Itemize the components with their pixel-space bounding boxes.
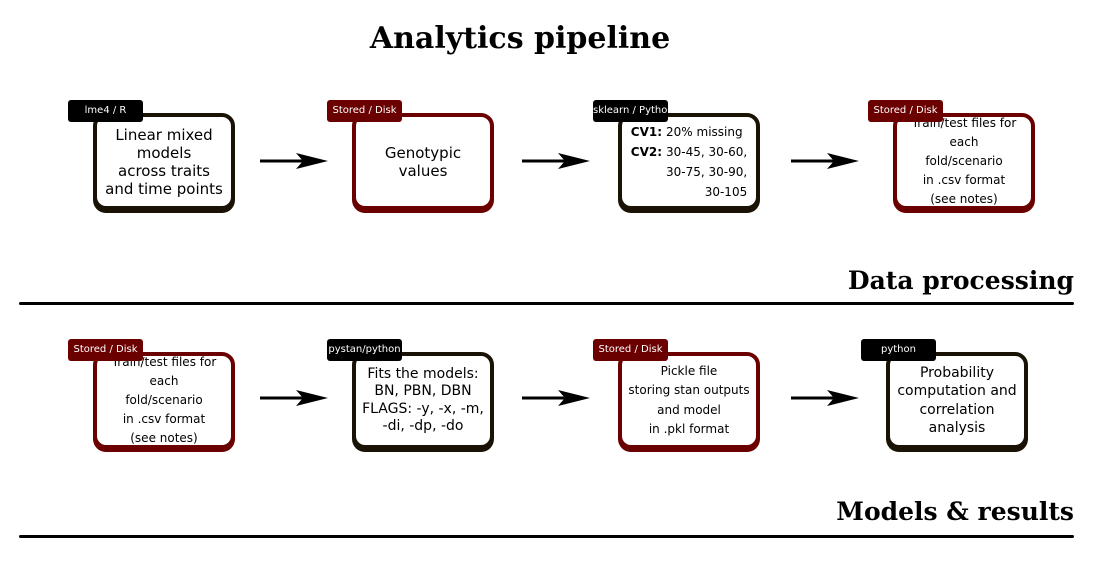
step-train-test-files: Train/test files for each fold/scenario … [93,352,235,449]
arrow-right-icon [260,153,328,169]
tool-tag-sklearn: sklearn / Python [593,100,674,122]
tool-tag-python: python [861,339,936,361]
cv1-value: 20% missing [666,124,743,139]
cv2-value-line1: 30-45, 30-60, [666,144,748,159]
section-label-data-processing: Data processing [847,266,1074,295]
step-text: Train/test files for each fold/scenario … [911,115,1017,207]
arrow-right-icon [522,390,590,406]
cv-scenarios: CV1: 20% missing CV2: 30-45, 30-60, 30-7… [631,122,747,202]
step-text: Fits the models: BN, PBN, DBN FLAGS: -y,… [362,365,484,435]
arrow-right-icon [260,390,328,406]
step-pickle-file: Pickle file storing stan outputs and mod… [618,352,760,449]
tool-tag-lme4: lme4 / R [68,100,143,122]
cv2-value-line3: 30-105 [704,184,748,199]
arrow-right-icon [791,153,859,169]
step-train-test-files: Train/test files for each fold/scenario … [893,113,1035,210]
cv2-label: CV2: [630,144,663,159]
diagram-title: Analytics pipeline [369,21,671,56]
arrow-right-icon [522,153,590,169]
step-text: Genotypic values [384,143,462,180]
tool-tag-pystan: pystan/python [327,339,402,361]
storage-tag-disk: Stored / Disk [593,339,668,361]
section-divider [19,302,1074,305]
cv1-label: CV1: [630,124,663,139]
storage-tag-disk: Stored / Disk [868,100,943,122]
step-text: Probability computation and correlation … [897,365,1017,436]
step-genotypic-values: Genotypic values [352,113,494,210]
arrow-right-icon [791,390,859,406]
storage-tag-disk: Stored / Disk [68,339,143,361]
step-text: Train/test files for each fold/scenario … [111,354,217,446]
step-probability-analysis: Probability computation and correlation … [886,352,1028,449]
step-cross-validation: CV1: 20% missing CV2: 30-45, 30-60, 30-7… [618,113,760,210]
cv2-value-line2: 30-75, 30-90, [666,164,748,179]
section-label-models-results: Models & results [836,497,1074,526]
step-fit-models: Fits the models: BN, PBN, DBN FLAGS: -y,… [352,352,494,449]
step-text: Pickle file storing stan outputs and mod… [628,364,750,436]
storage-tag-disk: Stored / Disk [327,100,402,122]
section-divider [19,535,1074,538]
step-text: Linear mixed models across traits and ti… [105,125,223,198]
step-linear-mixed-models: Linear mixed models across traits and ti… [93,113,235,210]
